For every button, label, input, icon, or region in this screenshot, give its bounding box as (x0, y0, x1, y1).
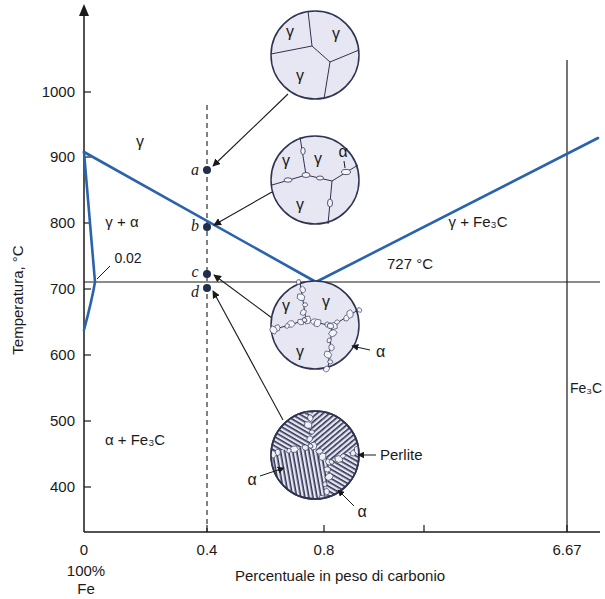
phase-region-label: γ + α (105, 213, 138, 230)
x-ticks (207, 525, 567, 532)
leader-line (97, 266, 110, 279)
micrograph-circle (270, 10, 360, 100)
phase-label: γ (296, 196, 304, 214)
phase-label: α (357, 503, 366, 521)
axis-title: Temperatura, °C (9, 245, 26, 354)
cementite-line (566, 60, 567, 532)
phase-label: γ (332, 25, 340, 43)
state-points (203, 166, 211, 292)
micrograph-austenite-ferrite: γγγα (270, 135, 360, 225)
phase-label: γ (286, 23, 294, 41)
phase-label: γ (296, 67, 304, 85)
axis-title: Percentuale in peso di carbonio (235, 567, 445, 584)
point-label: a (191, 161, 199, 179)
phase-region-label: γ + Fe₃C (448, 213, 507, 230)
phase-label: γ (314, 150, 322, 168)
y-axis (83, 10, 85, 532)
axis-tick-label: 0.4 (197, 541, 218, 558)
axis-note: Fe (77, 580, 95, 597)
phase-label: Perlite (380, 446, 423, 463)
composition-label: 0.02 (114, 250, 141, 266)
axis-tick-label: 6.67 (552, 541, 581, 558)
micrograph-circle (270, 410, 360, 500)
phase-label: γ (322, 293, 330, 311)
temperature-label: 727 °C (387, 255, 433, 272)
point-label: c (191, 263, 198, 281)
micrograph-pearlite: Perliteαα (270, 410, 360, 500)
x-axis (84, 531, 600, 533)
phase-label: γ (282, 152, 290, 170)
axis-tick-label: 700 (50, 280, 75, 297)
phase-label: γ (282, 297, 290, 315)
axis-tick-label: 400 (50, 478, 75, 495)
micrograph-leaders (213, 94, 288, 420)
phase-label: γ (296, 343, 304, 361)
axis-tick-label: 1000 (42, 83, 75, 100)
point-label: d (191, 283, 199, 301)
axis-tick-label: 500 (50, 412, 75, 429)
axis-tick-label: 0 (80, 541, 88, 558)
phase-label: α (376, 343, 385, 361)
phase-label: α (338, 143, 347, 161)
axis-note: 100% (67, 562, 105, 579)
axis-tick-label: 0.8 (314, 541, 335, 558)
phase-region-label: γ (136, 133, 144, 151)
point-label: b (191, 217, 199, 235)
axis-tick-label: 800 (50, 214, 75, 231)
eutectoid-line (84, 281, 600, 282)
phase-label: Fe₃C (570, 380, 602, 396)
axis-tick-label: 900 (50, 148, 75, 165)
y-axis-arrow (79, 4, 89, 16)
micrograph-austenite: γ γ γ (270, 10, 360, 100)
phase-region-label: α + Fe₃C (105, 431, 165, 448)
phase-label: α (247, 471, 256, 489)
micrograph-austenite-ferrite: γγγα (270, 280, 360, 370)
axis-tick-label: 600 (50, 346, 75, 363)
micrograph-circle (270, 280, 360, 370)
